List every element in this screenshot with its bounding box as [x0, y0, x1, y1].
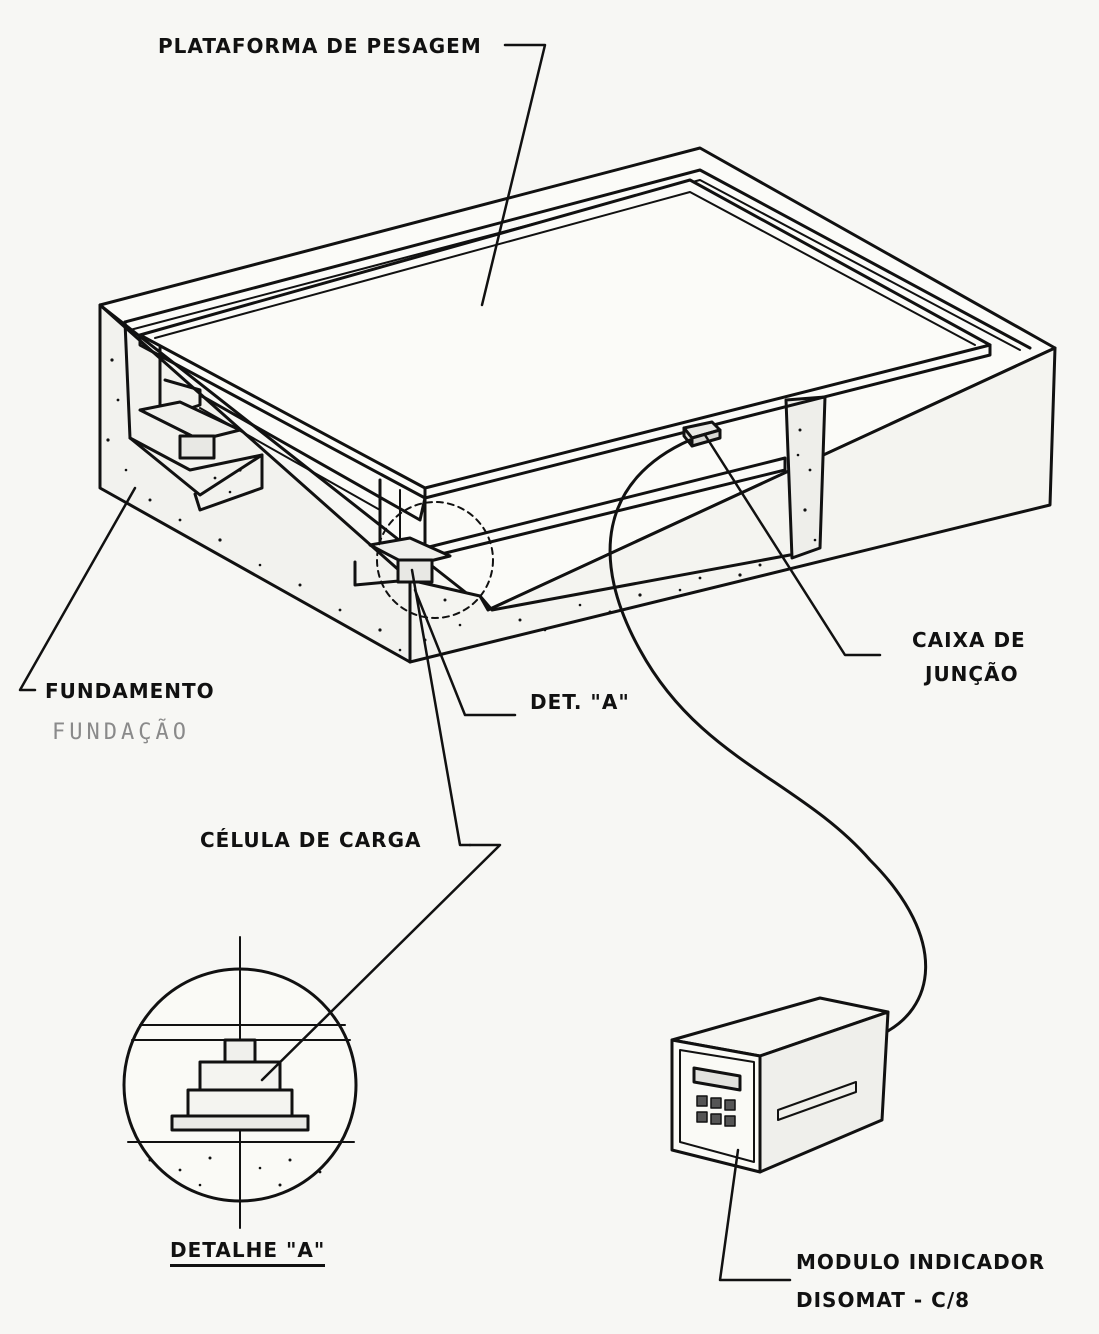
base-plate-left	[138, 400, 242, 442]
platform-beam-left	[158, 346, 202, 420]
junction-box	[682, 420, 722, 448]
concrete-speckles	[106, 358, 817, 652]
pit-inner-rim	[123, 168, 1032, 350]
detail-floor-speckles	[148, 1156, 322, 1187]
platform-inner-line	[154, 191, 976, 346]
label-indicator-line2: DISOMAT - C/8	[796, 1288, 971, 1312]
label-junction-box-line2: JUNÇÃO	[925, 662, 1019, 686]
pit-inner-wall-right	[784, 395, 827, 560]
pit-inner-rim-2	[129, 179, 1021, 351]
label-junction-box-line1: CAIXA DE	[912, 628, 1026, 652]
label-foundation-handwritten: FUNDAÇÃO	[52, 720, 190, 745]
leader-indicator	[718, 1148, 792, 1282]
label-load-cell: CÉLULA DE CARGA	[200, 828, 422, 852]
indicator-bezel	[679, 1049, 755, 1163]
platform-edge-front	[138, 333, 427, 500]
label-foundation: FUNDAMENTO	[45, 679, 215, 703]
label-detail-a-title: DETALHE "A"	[170, 1240, 326, 1267]
label-indicator-line1: MODULO INDICADOR	[796, 1250, 1046, 1274]
load-cell-left	[178, 434, 216, 460]
leader-load-cell-2	[410, 568, 472, 847]
leader-load-cell	[260, 843, 502, 1082]
detail-a-marker-circle	[376, 501, 494, 619]
platform-beam-front	[198, 393, 427, 522]
pit-floor-front	[353, 560, 412, 587]
detail-cell-body	[198, 1060, 282, 1092]
leader-foundation	[18, 486, 137, 692]
pit-floor-right	[478, 553, 792, 612]
label-weighing-platform: PLATAFORMA DE PESAGEM	[158, 34, 482, 58]
detail-base-plate	[170, 1114, 310, 1132]
detail-a-enlarged	[122, 936, 358, 1229]
leader-junction-box	[703, 433, 882, 657]
leader-detail-ref	[413, 588, 517, 717]
indicator-display	[692, 1066, 742, 1092]
indicator-module	[670, 996, 890, 1174]
indicator-keypad	[696, 1095, 736, 1127]
load-cell-front	[396, 558, 434, 584]
pit-inner-wall-left	[123, 320, 264, 472]
weighing-platform	[138, 178, 992, 568]
platform-beam-right	[423, 456, 787, 560]
platform-edge-right	[423, 343, 992, 500]
detail-cell-top	[223, 1038, 257, 1064]
leader-lines	[18, 43, 882, 1282]
signal-cable	[608, 438, 928, 1037]
indicator-side-slot	[777, 1081, 857, 1121]
label-detail-reference: DET. "A"	[530, 690, 630, 714]
pit-floor-ledge	[128, 436, 264, 512]
detail-cell-base	[186, 1088, 294, 1118]
leader-platform	[480, 43, 547, 307]
